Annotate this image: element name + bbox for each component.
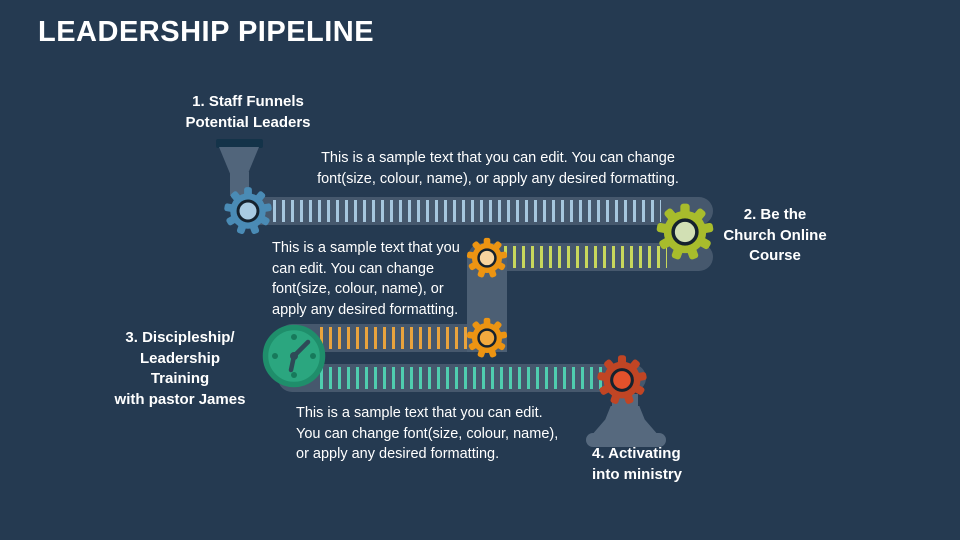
stage-label-3: 3. Discipleship/ Leadership Training wit…: [114, 329, 246, 408]
gear-icon-red: [596, 355, 648, 405]
stage-label-4: 4. Activating into ministry: [592, 445, 683, 483]
funnel-rim: [216, 139, 263, 148]
slide-title: LEADERSHIP PIPELINE: [38, 16, 375, 48]
conveyor-belt-1: [233, 197, 713, 225]
stage-label-2: 2. Be the Church Online Course: [723, 206, 827, 264]
stand-base: [586, 433, 666, 447]
belt-stripes-green: [504, 246, 667, 268]
stand-bell: [591, 406, 659, 436]
gear-icon-green: [656, 203, 714, 261]
funnel-cone: [219, 147, 259, 174]
sample-text-1: This is a sample text that you can edit.…: [317, 150, 679, 187]
belt-stripes-teal: [320, 367, 612, 389]
sample-text-3: This is a sample text that you can edit.…: [296, 405, 559, 462]
clock-icon: [262, 324, 326, 388]
gear-icon-orange-top: [466, 237, 508, 279]
belt-stripes-blue: [273, 200, 661, 222]
stage-label-1: 1. Staff Funnels Potential Leaders: [185, 93, 311, 131]
gear-icon-blue: [223, 187, 273, 235]
gear-icon-orange-bottom: [466, 317, 508, 359]
sample-text-2: This is a sample text that you can edit.…: [272, 240, 460, 318]
belt-stripes-orange: [320, 327, 480, 349]
conveyor-belt-4: [278, 364, 646, 392]
